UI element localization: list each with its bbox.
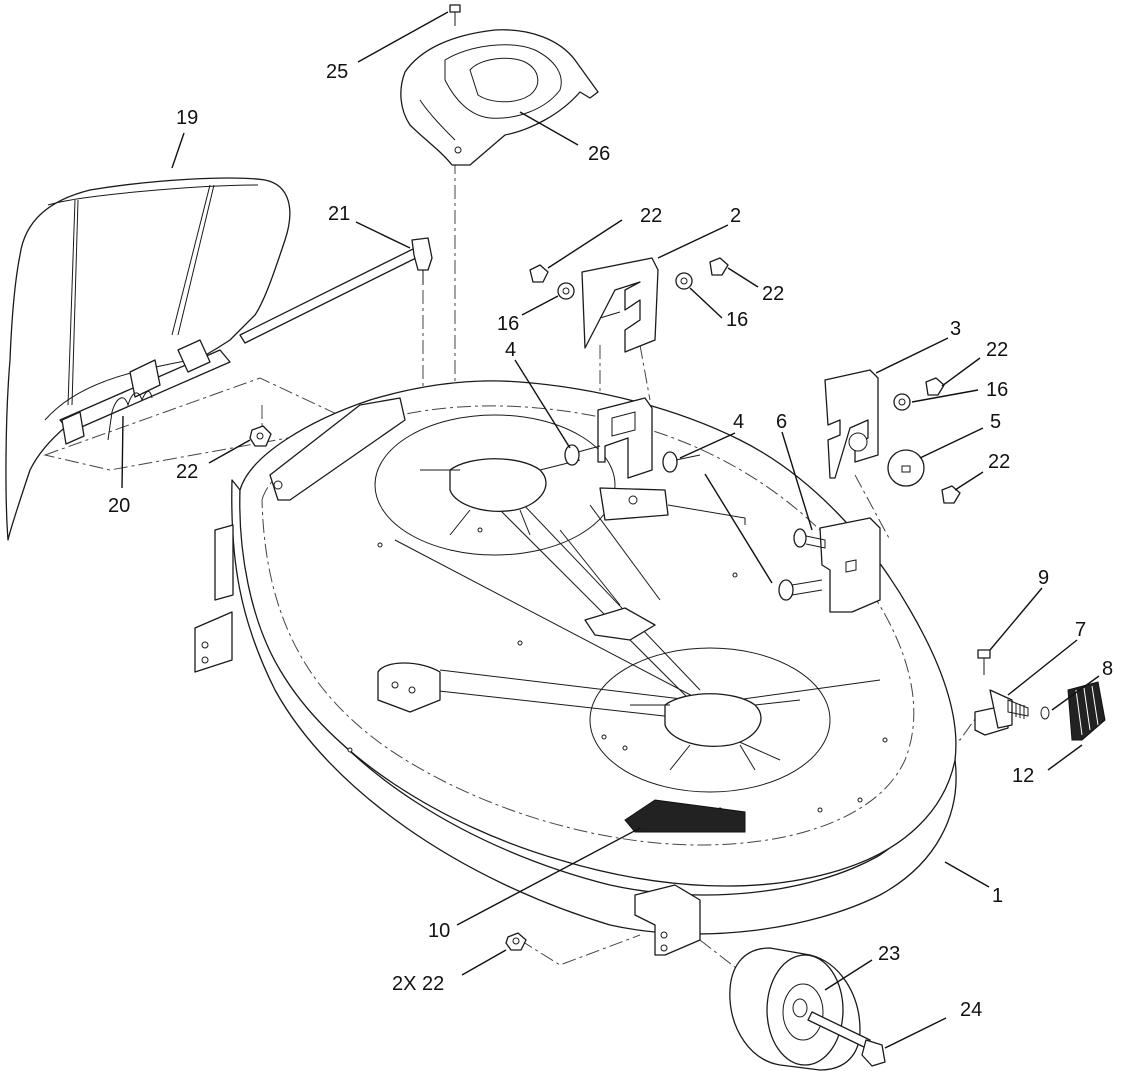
callout-4-left: 4 [505,339,516,361]
callout-19: 19 [176,107,198,129]
callout-16-right: 16 [726,309,748,331]
callout-7: 7 [1075,619,1086,641]
mount-bracket-rear [597,397,653,479]
callout-20: 20 [108,495,130,517]
bolt-25 [449,4,461,26]
cap-12 [1067,681,1106,741]
nut-22-r3 [925,377,945,396]
callout-22-deck-left: 22 [176,461,198,483]
bracket-3 [824,369,879,479]
callout-22-right-upper: 22 [986,339,1008,361]
callout-22-top-right: 22 [762,283,784,305]
callout-10: 10 [428,920,450,942]
mount-bracket-front [819,517,881,613]
carriage-bolt-4-left [564,444,601,466]
screw-9 [977,649,991,675]
elbow-fitting-7 [974,689,1029,736]
carriage-bolt-4-front [778,579,823,601]
callout-labels: 25 26 19 21 22 2 22 16 16 3 22 16 4 4 6 … [108,61,1113,1021]
spacer-5 [887,449,925,487]
nut-22-left [529,264,549,283]
o-ring-8 [1040,706,1050,720]
callout-12: 12 [1012,765,1034,787]
callout-26: 26 [588,143,610,165]
callout-4-right: 4 [733,411,744,433]
nut-2x22 [505,932,527,951]
callout-1: 1 [992,885,1003,907]
grass-deflector [5,177,291,541]
callout-22-right-lower: 22 [988,451,1010,473]
callout-25: 25 [326,61,348,83]
leader-lines [121,11,1100,1049]
callout-9: 9 [1038,567,1049,589]
axle-bolt-24 [807,1011,886,1067]
callout-6: 6 [776,411,787,433]
bolt-6 [793,528,826,549]
callout-3: 3 [950,318,961,340]
hinge-rod [239,237,433,344]
callout-22-top-left: 22 [640,205,662,227]
washer-16-right [675,272,693,290]
carriage-bolt-4-right [662,451,701,473]
callout-5: 5 [990,411,1001,433]
callout-16-far-right: 16 [986,379,1008,401]
torsion-spring [107,391,153,441]
bracket-2 [581,257,659,353]
callout-8: 8 [1102,658,1113,680]
mower-deck [194,380,957,956]
callout-23: 23 [878,943,900,965]
washer-16-r3 [893,393,911,411]
gauge-wheel [729,947,861,1071]
callout-2: 2 [730,205,741,227]
nut-22-deck-left [249,425,272,447]
callout-16-left: 16 [497,313,519,335]
callout-21: 21 [328,203,350,225]
nut-22-right [709,257,729,276]
callout-24: 24 [960,999,982,1021]
washer-16-left [557,282,575,300]
callout-2x-22: 2X 22 [392,973,444,995]
belt-cover [400,29,599,166]
